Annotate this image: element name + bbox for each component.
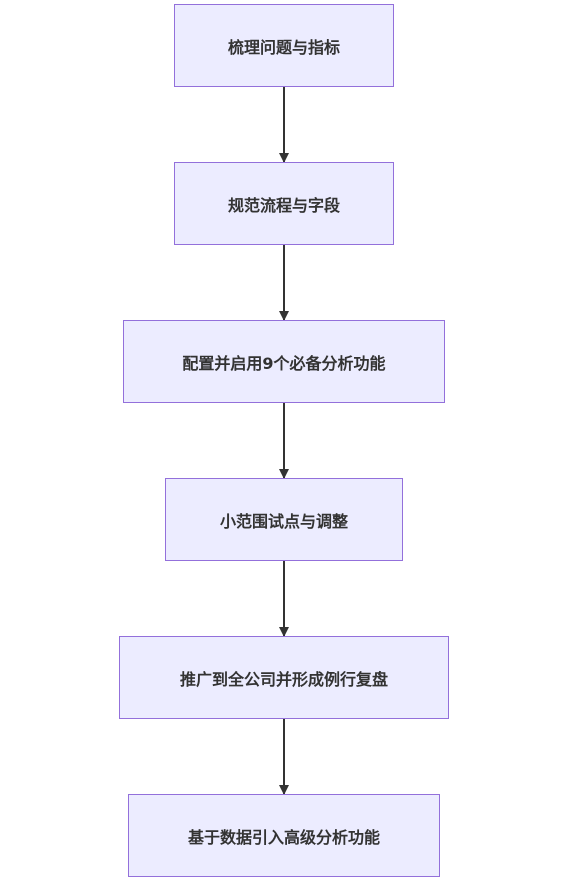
- flow-step-3-label: 配置并启用9个必备分析功能: [182, 353, 386, 373]
- flow-step-6: 基于数据引入高级分析功能: [128, 794, 440, 877]
- flow-step-2-label: 规范流程与字段: [227, 195, 340, 215]
- flow-step-1-label: 梳理问题与指标: [227, 37, 340, 57]
- flow-step-3: 配置并启用9个必备分析功能: [123, 320, 445, 403]
- flow-step-5: 推广到全公司并形成例行复盘: [119, 636, 449, 719]
- flow-step-1: 梳理问题与指标: [174, 4, 394, 87]
- flow-step-2: 规范流程与字段: [174, 162, 394, 245]
- flow-step-5-label: 推广到全公司并形成例行复盘: [179, 669, 388, 689]
- flow-step-6-label: 基于数据引入高级分析功能: [187, 827, 380, 847]
- flow-step-4: 小范围试点与调整: [165, 478, 403, 561]
- flow-step-4-label: 小范围试点与调整: [219, 511, 348, 531]
